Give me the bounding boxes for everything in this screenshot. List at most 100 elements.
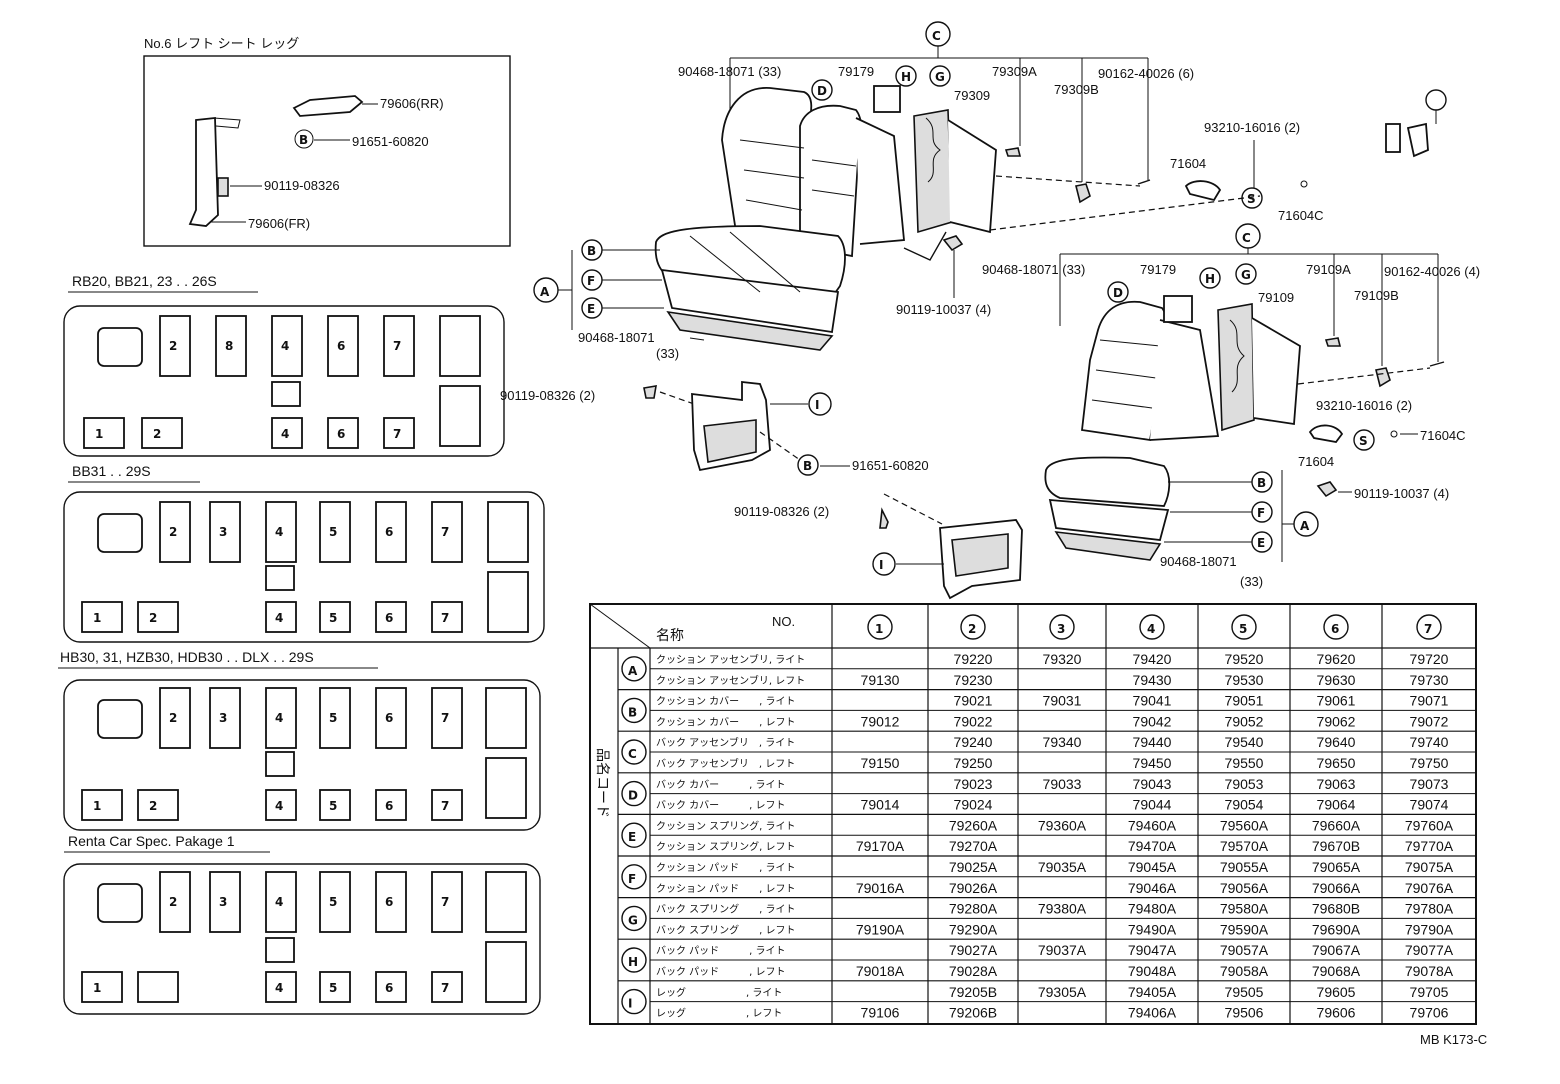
inset-leg-detail: No.6 レフト シート レッグ 79606(RR) B 91651-60820… [143,36,511,247]
group-key-circle [621,697,647,724]
table-cell: 79750 [1410,755,1449,771]
svg-text:8: 8 [225,339,233,353]
svg-text:7: 7 [441,711,449,725]
table-cell: 79250 [954,755,993,771]
svg-text:7: 7 [393,339,401,353]
svg-text:1: 1 [93,799,101,813]
row-part-name: バック パッド , レフト [656,966,786,978]
row-part-name: クッション パッド , ライト [656,862,796,874]
table-cell: 79052 [1225,713,1264,729]
svg-text:90468-18071 (33): 90468-18071 (33) [982,262,1085,277]
table-cell: 79740 [1410,734,1449,750]
column-header: 4 [1147,622,1155,636]
inset-title: No.6 レフト シート レッグ [144,36,299,51]
panel-1-seats: 2 8 4 6 7 1 2 4 6 7 [83,315,481,449]
table-cell: 79033 [1043,776,1082,792]
row-part-name: クッション スプリング, ライト [656,819,796,832]
table-cell: 79021 [954,693,993,709]
svg-text:6: 6 [385,525,393,539]
group-key-circle [621,864,647,890]
table-cell: 79048A [1128,963,1177,979]
svg-text:7: 7 [393,427,401,441]
table-cell: 79760A [1405,817,1454,833]
table-cell: 79073 [1410,776,1449,792]
table-cell: 79043 [1133,776,1172,792]
group-key-circle [621,947,647,973]
svg-text:4: 4 [275,799,283,813]
svg-text:2: 2 [169,895,177,909]
svg-text:I: I [815,398,819,412]
upper-headrest [873,85,901,113]
lower-cushion-spring [1048,499,1170,541]
lower-headrest [1163,295,1193,323]
layout-4-title: Renta Car Spec. Pakage 1 [68,833,235,849]
column-header-circle [1231,614,1257,640]
lower-handle-71604 [1308,424,1344,443]
svg-text:H: H [901,70,911,84]
table-cell: 79460A [1128,817,1177,833]
table-cell: 79680B [1312,901,1360,917]
table-cell: 79360A [1038,817,1087,833]
table-cell: 79058A [1220,963,1269,979]
inset-frame [143,55,511,247]
svg-text:B: B [587,244,596,258]
svg-text:E: E [587,302,595,316]
svg-text:93210-16016 (2): 93210-16016 (2) [1316,398,1412,413]
svg-text:90162-40026 (4): 90162-40026 (4) [1384,264,1480,279]
svg-text:4: 4 [275,611,283,625]
column-header: 3 [1057,622,1065,636]
table-cell: 79720 [1410,651,1449,667]
svg-text:90468-18071: 90468-18071 [1160,554,1237,569]
svg-text:79109A: 79109A [1306,262,1351,277]
layout-1-title: RB20, BB21, 23 . . 26S [72,273,217,289]
svg-text:5: 5 [329,981,337,995]
table-cell: 79620 [1317,651,1356,667]
table-cell: 79170A [856,838,905,854]
inset-part-90119: 90119-08326 [264,178,340,193]
inset-b-circle [294,129,314,149]
svg-text:79109: 79109 [1258,290,1294,305]
table-header-name: 名称 [656,627,684,643]
group-key: G [628,913,638,927]
table-cell: 79067A [1312,942,1361,958]
group-key-circle [621,988,647,1015]
table-cell: 79606 [1317,1005,1356,1021]
svg-text:90162-40026 (6): 90162-40026 (6) [1098,66,1194,81]
svg-text:3: 3 [219,711,227,725]
table-cell: 79012 [861,713,900,729]
leg-fr-shape [188,117,219,227]
row-part-name: クッション パッド , レフト [656,883,796,895]
svg-text:5: 5 [329,799,337,813]
column-header: 2 [968,622,976,636]
svg-text:6: 6 [337,427,345,441]
svg-text:2: 2 [149,611,157,625]
svg-text:G: G [935,70,945,84]
table-cell: 79071 [1410,693,1449,709]
table-cell: 79470A [1128,838,1177,854]
table-cell: 79063 [1317,776,1356,792]
column-header: 5 [1239,622,1247,636]
svg-text:A: A [1300,519,1310,533]
svg-text:S: S [1359,434,1368,448]
svg-text:B: B [299,133,308,147]
svg-text:4: 4 [281,427,289,441]
svg-text:93210-16016 (2): 93210-16016 (2) [1204,120,1300,135]
svg-text:4: 4 [275,895,283,909]
table-cell: 79440 [1133,734,1172,750]
footer-code: MB K173-C [1420,1032,1487,1047]
svg-text:71604C: 71604C [1420,428,1466,443]
table-cell: 79028A [949,963,998,979]
svg-text:79179: 79179 [1140,262,1176,277]
svg-text:H: H [1205,272,1215,286]
group-key-circle [621,780,647,807]
column-header-circle [960,614,986,640]
svg-text:D: D [1113,286,1123,300]
table-cell: 79530 [1225,672,1264,688]
group-key: I [628,997,632,1011]
lower-back-pad [1149,319,1220,441]
layout-panel-4: Renta Car Spec. Pakage 1 2 3 4 5 6 7 1 4… [63,833,541,1015]
group-key-circle [621,905,647,932]
table-cell: 79045A [1128,859,1177,875]
svg-text:3: 3 [219,525,227,539]
svg-text:2: 2 [169,525,177,539]
